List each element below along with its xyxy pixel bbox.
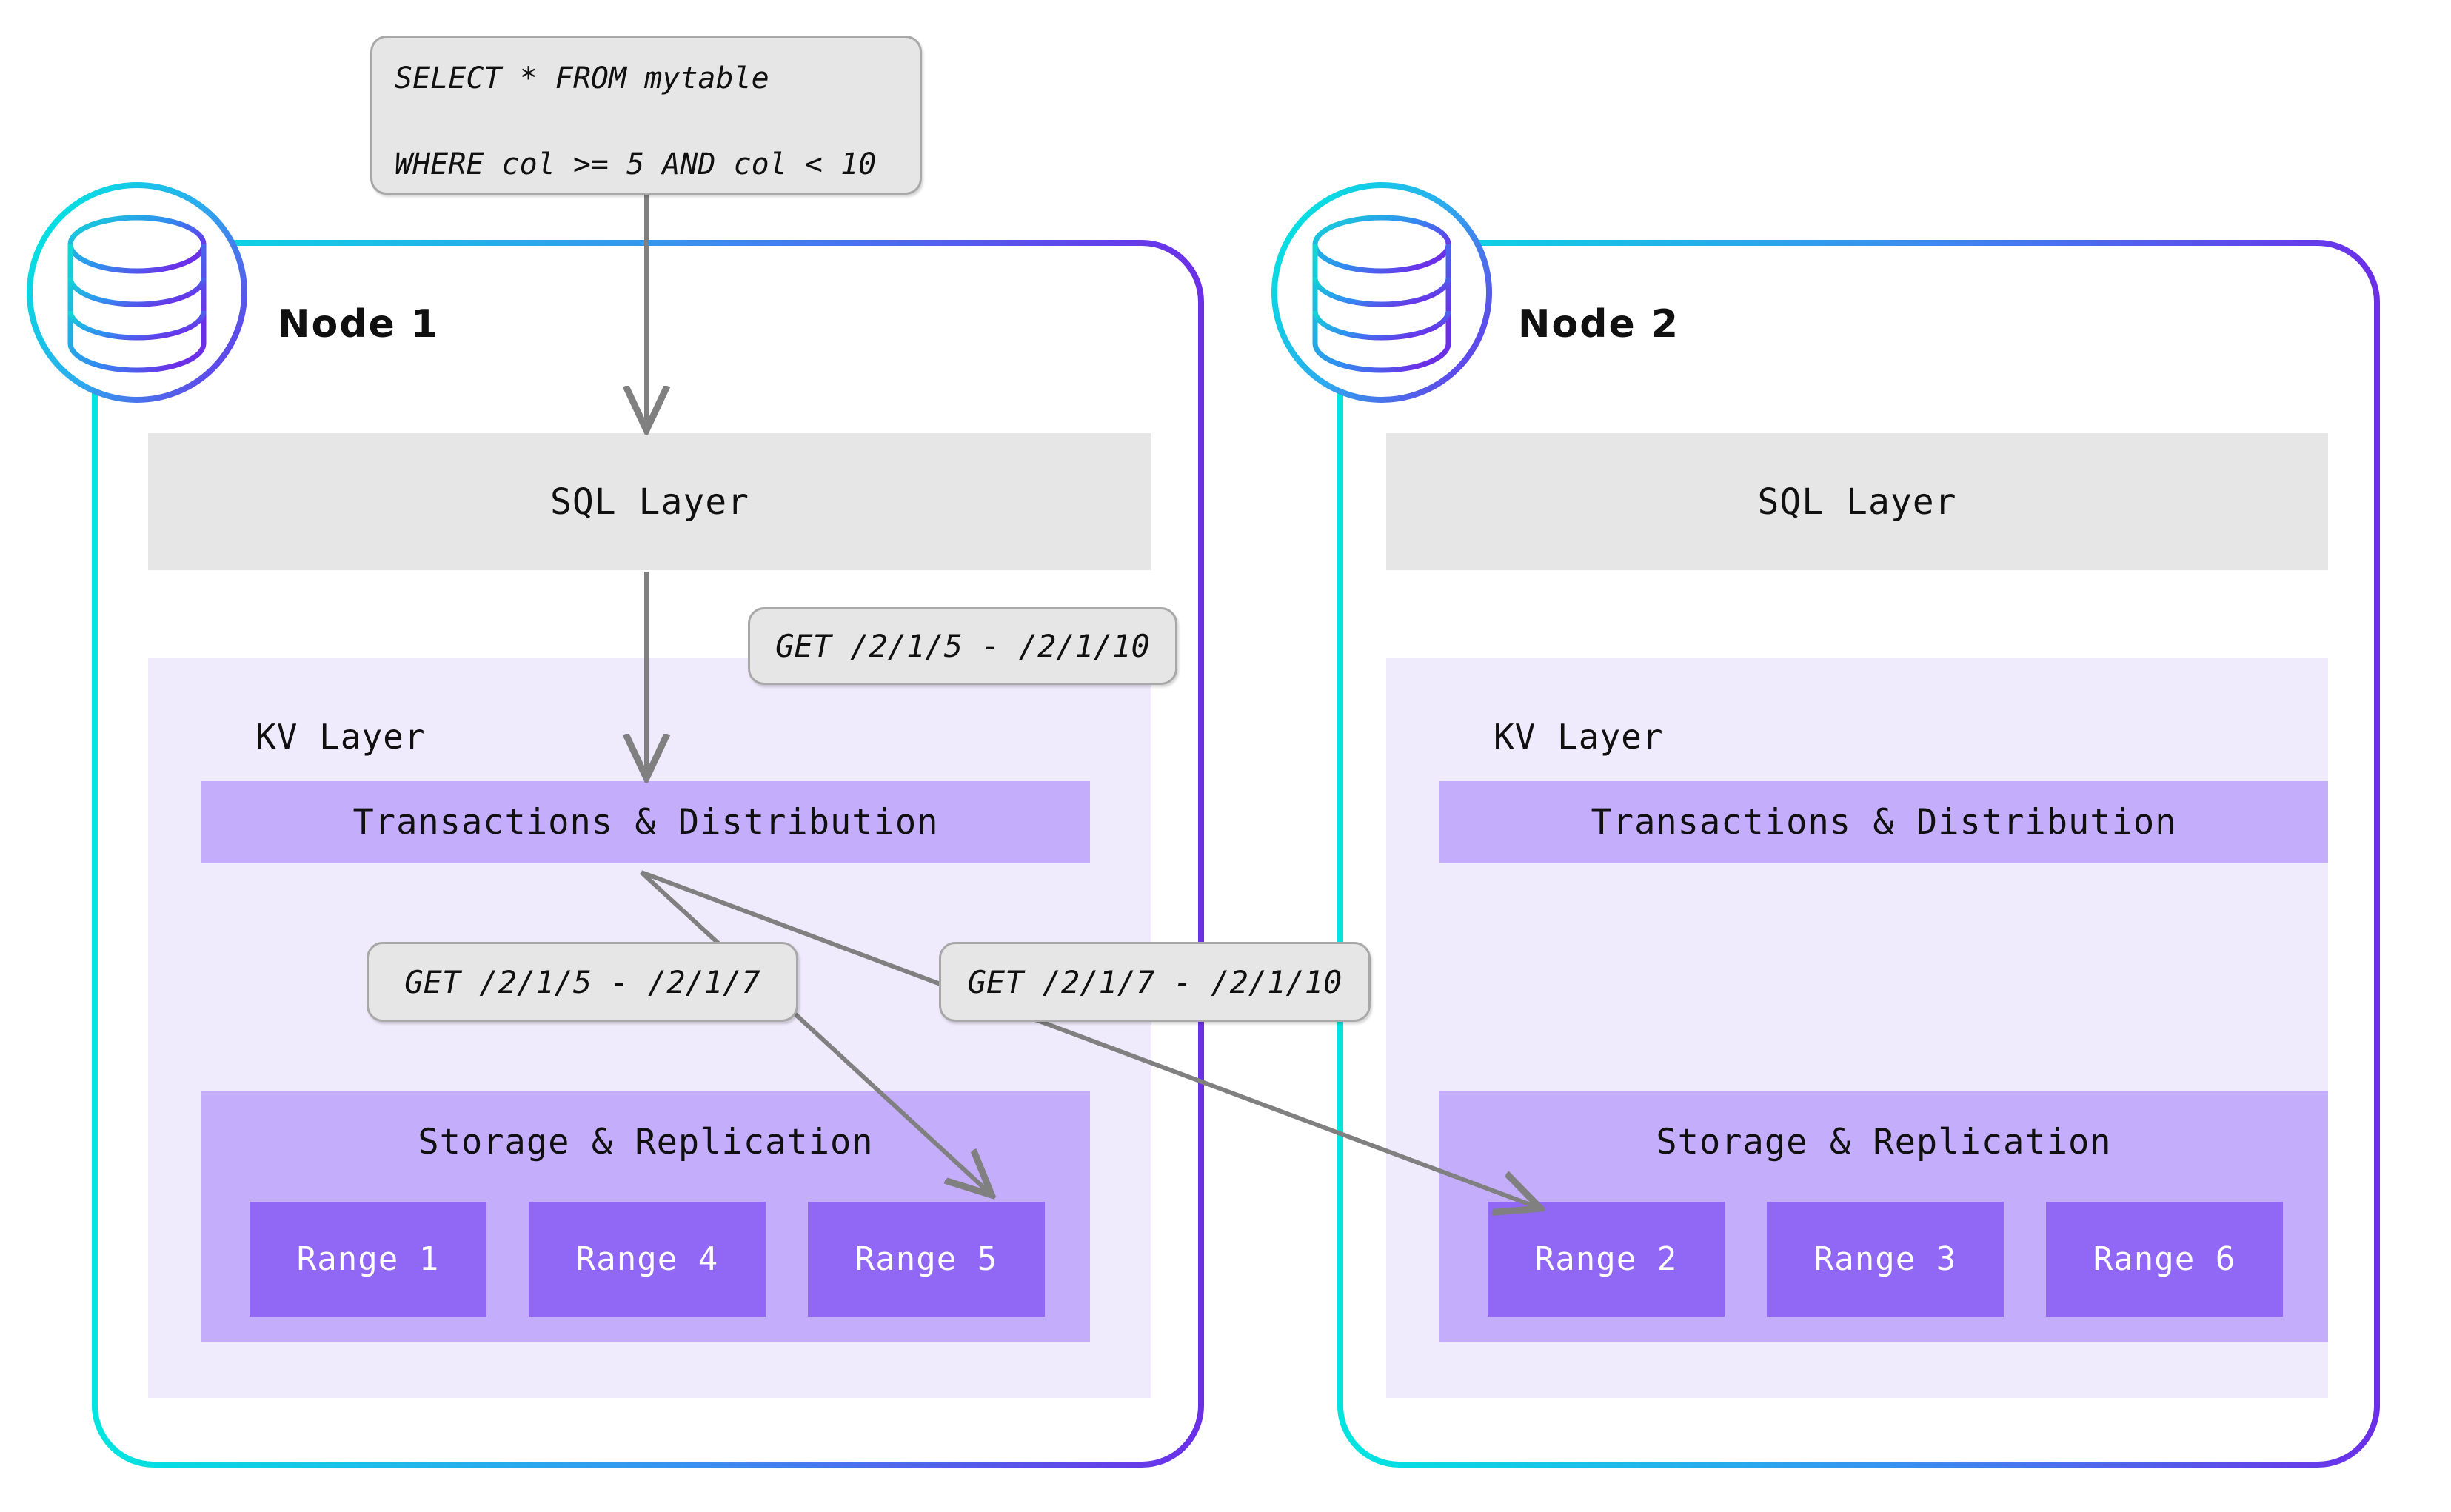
callout-get-lower-range: GET /2/1/5 - /2/1/7	[367, 942, 798, 1022]
node-2-range-0-label: Range 2	[1534, 1240, 1678, 1278]
node-1-range-2-label: Range 5	[855, 1240, 998, 1278]
database-cylinder-icon	[67, 215, 207, 373]
node-1-range-1-label: Range 4	[575, 1240, 719, 1278]
node-2-sql-layer-label: SQL Layer	[1757, 481, 1957, 523]
callout-get-full-range: GET /2/1/5 - /2/1/10	[748, 607, 1177, 685]
node-1-transactions-label: Transactions & Distribution	[352, 801, 939, 843]
node-2-range-1[interactable]: Range 3	[1767, 1202, 2004, 1317]
node-2-transactions-band: Transactions & Distribution	[1439, 781, 2328, 863]
node-2-kv-panel: KV Layer Transactions & Distribution Sto…	[1386, 658, 2328, 1398]
node-1-kv-panel: KV Layer Transactions & Distribution Sto…	[148, 658, 1151, 1398]
node-2-sql-layer: SQL Layer	[1386, 433, 2328, 570]
node-2-range-2-label: Range 6	[2093, 1240, 2236, 1278]
node-2-badge-circle	[1271, 182, 1492, 403]
node-1-transactions-band: Transactions & Distribution	[201, 781, 1090, 863]
node-2-range-1-label: Range 3	[1813, 1240, 1957, 1278]
database-cylinder-icon	[1312, 215, 1451, 373]
node-1-sql-layer: SQL Layer	[148, 433, 1151, 570]
callout-get-upper-range-label: GET /2/1/7 - /2/1/10	[967, 963, 1342, 1000]
node-1-badge-circle	[27, 182, 247, 403]
node-1-sql-layer-label: SQL Layer	[549, 481, 750, 523]
node-1-range-2[interactable]: Range 5	[808, 1202, 1045, 1317]
node-2-title: Node 2	[1518, 302, 1680, 347]
callout-get-full-range-label: GET /2/1/5 - /2/1/10	[775, 628, 1150, 664]
callout-get-lower-range-label: GET /2/1/5 - /2/1/7	[404, 963, 760, 1000]
node-2-storage-label: Storage & Replication	[1656, 1122, 2112, 1163]
node-2-storage-band: Storage & Replication Range 2 Range 3 Ra…	[1439, 1091, 2328, 1342]
node-1-title: Node 1	[278, 302, 440, 347]
node-1-kv-layer-label: KV Layer	[255, 717, 426, 757]
node-1-range-0[interactable]: Range 1	[250, 1202, 486, 1317]
node-1-storage-label: Storage & Replication	[418, 1122, 874, 1163]
node-2-kv-layer-label: KV Layer	[1494, 717, 1664, 757]
node-2-range-0[interactable]: Range 2	[1488, 1202, 1725, 1317]
node-2-range-2[interactable]: Range 6	[2046, 1202, 2283, 1317]
node-1-storage-band: Storage & Replication Range 1 Range 4 Ra…	[201, 1091, 1090, 1342]
node-1-range-1[interactable]: Range 4	[529, 1202, 766, 1317]
node-2-transactions-label: Transactions & Distribution	[1591, 801, 2177, 843]
node-1-range-0-label: Range 1	[296, 1240, 440, 1278]
callout-get-upper-range: GET /2/1/7 - /2/1/10	[939, 942, 1371, 1022]
